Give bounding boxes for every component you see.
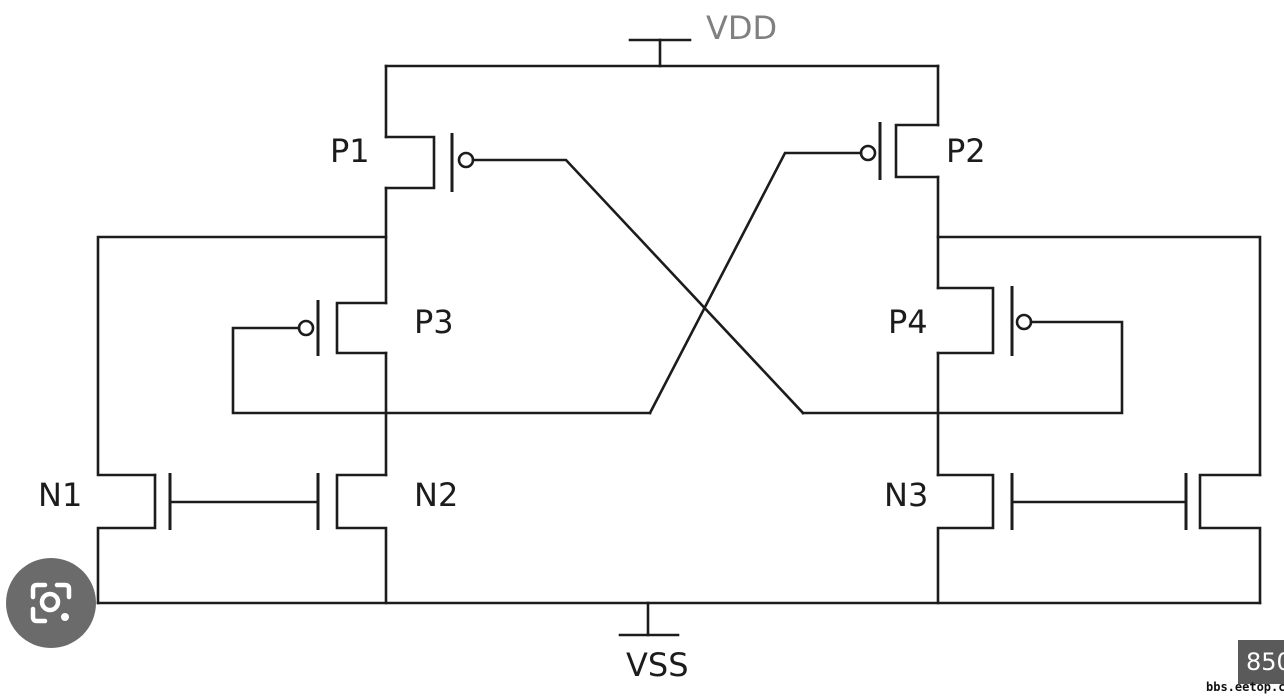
visual-search-button[interactable] xyxy=(6,558,96,648)
source-watermark: bbs.eetop.cn xyxy=(1206,680,1284,694)
label-p4: P4 xyxy=(888,303,928,341)
label-p1: P1 xyxy=(330,132,370,170)
visual-search-icon xyxy=(30,582,72,624)
label-p3: P3 xyxy=(414,303,454,341)
left-node-column xyxy=(96,186,388,477)
transistor-p3 xyxy=(231,300,652,415)
transistor-n1 xyxy=(96,473,172,605)
transistor-p1 xyxy=(384,133,475,192)
cross-coupled-wires xyxy=(471,151,863,415)
transistor-n2 xyxy=(168,473,388,605)
transistor-p2 xyxy=(859,122,940,180)
label-p2: P2 xyxy=(946,132,986,170)
right-node-column xyxy=(936,175,1262,477)
transistor-n3 xyxy=(936,473,1014,605)
vdd-rail xyxy=(384,38,940,139)
label-n1: N1 xyxy=(38,476,82,514)
inner-verticals xyxy=(384,351,940,477)
label-n3: N3 xyxy=(884,476,928,514)
vdd-label: VDD xyxy=(706,9,777,47)
zoom-badge: 850 xyxy=(1238,640,1284,684)
vss-label: VSS xyxy=(626,646,689,684)
transistor-p4 xyxy=(801,286,1124,415)
label-n2: N2 xyxy=(414,476,458,514)
vss-rail xyxy=(96,601,1262,637)
transistor-n4-partial xyxy=(1010,473,1262,605)
